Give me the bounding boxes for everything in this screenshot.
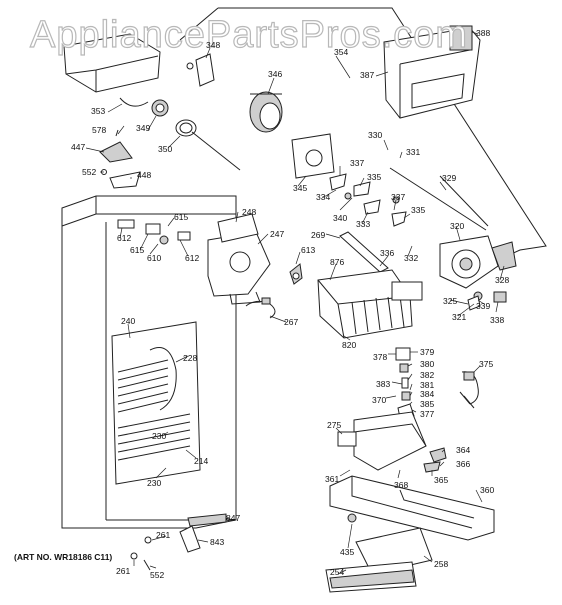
part-label: 382 bbox=[420, 370, 435, 380]
part-label: 552 bbox=[150, 570, 165, 580]
part-label: 230 bbox=[152, 431, 167, 441]
part-label: 615 bbox=[130, 245, 145, 255]
part-label: 240 bbox=[121, 316, 136, 326]
part-label: 354 bbox=[334, 47, 349, 57]
part-label: 349 bbox=[136, 123, 151, 133]
part-label: 269 bbox=[311, 230, 326, 240]
part-label: 230 bbox=[147, 478, 162, 488]
part-label: 613 bbox=[301, 245, 316, 255]
part-label: 329 bbox=[442, 173, 457, 183]
part-label: 612 bbox=[185, 253, 200, 263]
part-label: 843 bbox=[210, 537, 225, 547]
part-label: 876 bbox=[330, 257, 345, 267]
part-label: 385 bbox=[420, 399, 435, 409]
part-label: 388 bbox=[476, 28, 491, 38]
part-label: 275 bbox=[327, 420, 342, 430]
part-label: 381 bbox=[420, 380, 435, 390]
part-label: 348 bbox=[206, 40, 221, 50]
part-label: 578 bbox=[92, 125, 107, 135]
part-label: 847 bbox=[226, 513, 241, 523]
part-label: 335 bbox=[411, 205, 426, 215]
part-label: 615 bbox=[174, 212, 189, 222]
part-label: 340 bbox=[333, 213, 348, 223]
part-label: 228 bbox=[183, 353, 198, 363]
part-label: 261 bbox=[156, 530, 171, 540]
part-label: 267 bbox=[284, 317, 299, 327]
part-label: 339 bbox=[476, 301, 491, 311]
part-label: 610 bbox=[147, 253, 162, 263]
part-label: 380 bbox=[420, 359, 435, 369]
part-label: 384 bbox=[420, 389, 435, 399]
part-label: 247 bbox=[270, 229, 285, 239]
part-label: 332 bbox=[404, 253, 419, 263]
fill-tube bbox=[339, 231, 389, 273]
part-label: 337 bbox=[350, 158, 365, 168]
watermark: AppliancePartsPros.com bbox=[29, 13, 469, 56]
part-label: 334 bbox=[316, 192, 331, 202]
part-label: 361 bbox=[325, 474, 340, 484]
part-label: 435 bbox=[340, 547, 355, 557]
part-label: 353 bbox=[91, 106, 106, 116]
part-label: 365 bbox=[434, 475, 449, 485]
part-label: 321 bbox=[452, 312, 467, 322]
part-label: 378 bbox=[373, 352, 388, 362]
part-label: 447 bbox=[71, 142, 86, 152]
part-label: 379 bbox=[420, 347, 435, 357]
part-label: 338 bbox=[490, 315, 505, 325]
part-label: 345 bbox=[293, 183, 308, 193]
part-label: 360 bbox=[480, 485, 495, 495]
part-label: 258 bbox=[434, 559, 449, 569]
part-label: 368 bbox=[394, 480, 409, 490]
part-label: 387 bbox=[360, 70, 375, 80]
chute bbox=[355, 527, 433, 575]
part-label: 214 bbox=[194, 456, 209, 466]
part-label: 254 bbox=[330, 567, 345, 577]
fan-bracket bbox=[291, 133, 335, 179]
part-label: 448 bbox=[137, 170, 152, 180]
part-label: 820 bbox=[342, 340, 357, 350]
part-label: 333 bbox=[356, 219, 371, 229]
part-label: 366 bbox=[456, 459, 471, 469]
part-label: 325 bbox=[443, 296, 458, 306]
control-housing bbox=[353, 411, 427, 471]
part-label: 364 bbox=[456, 445, 471, 455]
part-label: 248 bbox=[242, 207, 257, 217]
part-label: 346 bbox=[268, 69, 283, 79]
part-label: 330 bbox=[368, 130, 383, 140]
part-label: 370 bbox=[372, 395, 387, 405]
part-label: 337 bbox=[391, 192, 406, 202]
part-label: 375 bbox=[479, 359, 494, 369]
part-label: 350 bbox=[158, 144, 173, 154]
part-label: 328 bbox=[495, 275, 510, 285]
part-label: 335 bbox=[367, 172, 382, 182]
art-number: (ART NO. WR18186 C11) bbox=[14, 552, 113, 562]
part-label: 261 bbox=[116, 566, 131, 576]
part-label: 336 bbox=[380, 248, 395, 258]
part-label: 320 bbox=[450, 221, 465, 231]
part-label: 552 bbox=[82, 167, 97, 177]
part-label: 377 bbox=[420, 409, 435, 419]
part-label: 331 bbox=[406, 147, 421, 157]
part-label: 612 bbox=[117, 233, 132, 243]
part-label: 383 bbox=[376, 379, 391, 389]
